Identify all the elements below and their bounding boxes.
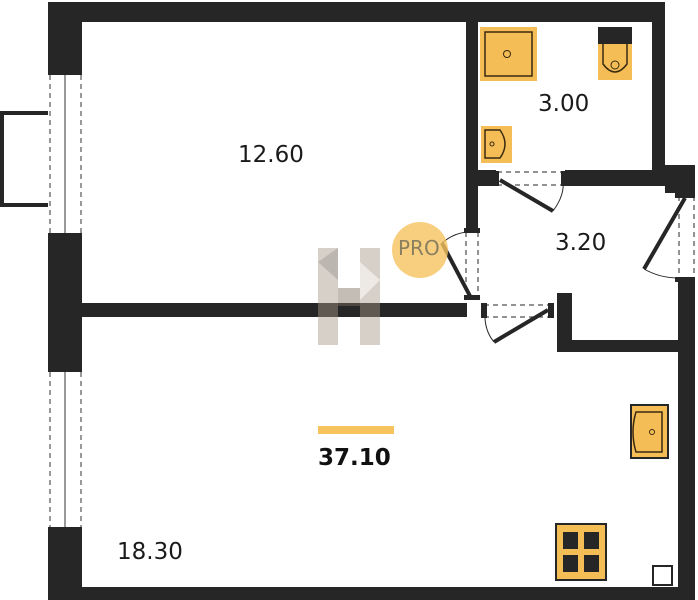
left-wall-top [48,2,82,75]
bathroom-left-wall [466,22,478,230]
left-wall-middle [48,235,82,370]
top-wall [48,2,665,22]
bedroom-living-wall [82,303,467,317]
bathroom-bottom-wall-left [466,170,496,186]
pro-badge-circle [392,222,448,278]
bedroom-door [440,231,479,298]
right-wall-top [665,165,695,193]
right-wall [678,280,695,600]
room-area-bathroom: 3.00 [538,91,590,117]
total-area: 37.10 [318,445,391,471]
kitchen-sink-icon [630,404,669,459]
walls [48,2,695,600]
room-area-hallway: 3.20 [555,230,607,256]
bathroom-bottom-wall-right [565,170,665,186]
toilet-icon [598,27,632,80]
hall-stub-wall [557,293,572,352]
stove-icon [555,523,607,581]
balcony-outline [0,111,48,207]
entrance-door [642,196,695,279]
bathroom-right-wall [652,2,665,186]
bottom-wall [48,587,695,600]
room-area-bedroom: 12.60 [238,142,304,168]
living-door [484,304,550,344]
window-top [48,70,82,237]
hall-bottom-wall [557,340,678,352]
room-area-living-kitchen: 18.30 [117,539,183,565]
pro-badge: PRO [398,236,440,260]
window-bottom [48,368,82,531]
shower-tray-icon [480,27,537,81]
door-jambs [464,171,695,318]
ventilation-shaft-icon [652,565,673,586]
total-area-bar [318,426,394,434]
watermark-logo-icon [318,248,380,345]
bathroom-door [497,171,564,213]
bathroom-sink-icon [481,126,512,163]
